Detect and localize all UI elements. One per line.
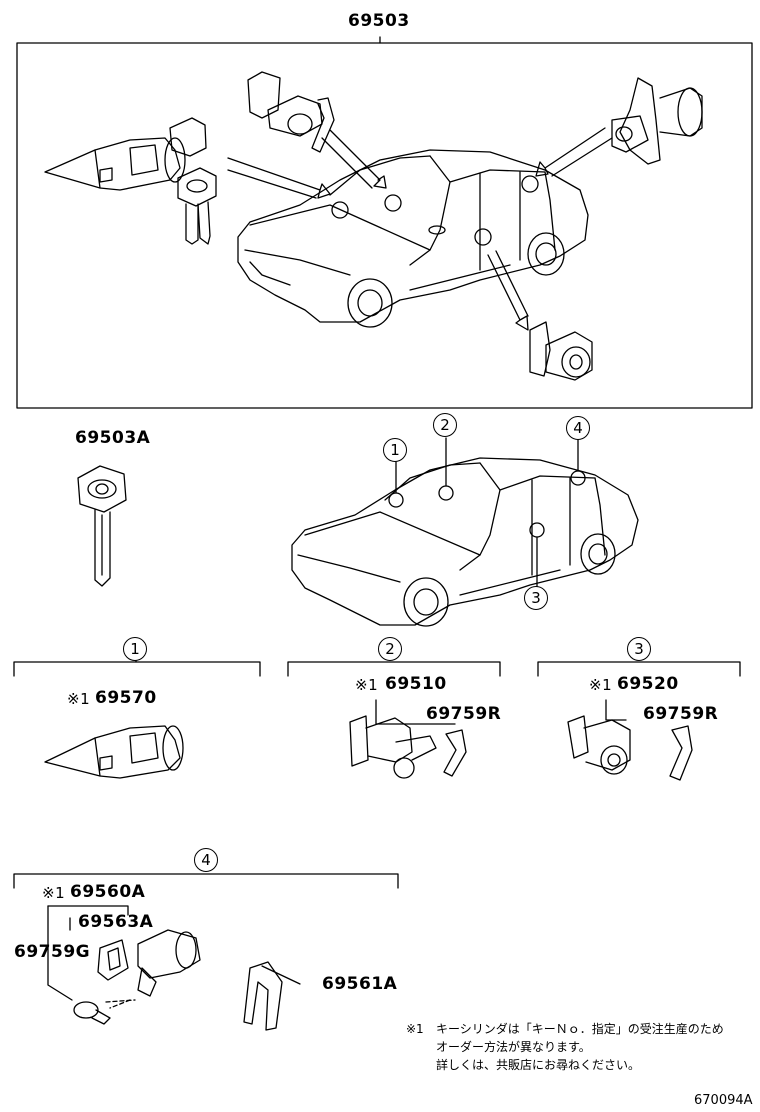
ignition-cylinder-top — [44, 137, 186, 191]
mark-2: ※1 — [355, 676, 379, 694]
mark-3: ※1 — [589, 676, 613, 694]
note-line-1: キーシリンダは「キーＮｏ．指定」の受注生産のため — [436, 1022, 724, 1036]
group-brackets — [13, 659, 741, 889]
callout-1: 1 — [383, 438, 407, 462]
mark-1: ※1 — [67, 690, 91, 708]
part-69759r-a: 69759R — [426, 704, 502, 724]
part-69560a: 69560A — [70, 882, 146, 902]
car-illustration-middle — [291, 437, 639, 627]
note-line-3: 詳しくは、共販店にお尋ねください。 — [436, 1058, 641, 1072]
trunk-lock-69560a — [47, 905, 201, 1025]
group-4-badge: 4 — [194, 848, 218, 872]
kit-frame — [16, 36, 753, 409]
door-lock-69510 — [349, 699, 467, 779]
part-69520: 69520 — [617, 674, 679, 694]
pointer-arrows — [227, 127, 613, 331]
lock-clip-69561a — [243, 961, 301, 1031]
key-part-number: 69503A — [75, 428, 151, 448]
part-69563a: 69563A — [78, 912, 154, 932]
part-69759g: 69759G — [14, 942, 91, 962]
part-69561a: 69561A — [322, 974, 398, 994]
door-lock-top-bottom — [529, 321, 593, 381]
callout-4: 4 — [566, 416, 590, 440]
mark-4: ※1 — [42, 884, 66, 902]
keys-top — [169, 117, 217, 245]
door-lock-69520 — [567, 699, 693, 781]
door-lock-top-center — [247, 71, 335, 153]
kit-number: 69503 — [348, 11, 410, 31]
group-3-badge: 3 — [627, 637, 651, 661]
callout-3: 3 — [524, 586, 548, 610]
figure-code: 670094A — [694, 1093, 753, 1108]
trunk-lock-top-right — [611, 77, 703, 165]
part-69510: 69510 — [385, 674, 447, 694]
note-line-2: オーダー方法が異なります。 — [436, 1040, 591, 1054]
part-69759r-b: 69759R — [643, 704, 719, 724]
part-69570: 69570 — [95, 688, 157, 708]
ignition-cylinder-69570 — [44, 725, 184, 779]
group-1-badge: 1 — [123, 637, 147, 661]
key-69503a — [77, 465, 127, 587]
car-illustration-top — [237, 149, 589, 328]
callout-2: 2 — [433, 413, 457, 437]
group-2-badge: 2 — [378, 637, 402, 661]
note-mark: ※1 — [406, 1022, 424, 1036]
